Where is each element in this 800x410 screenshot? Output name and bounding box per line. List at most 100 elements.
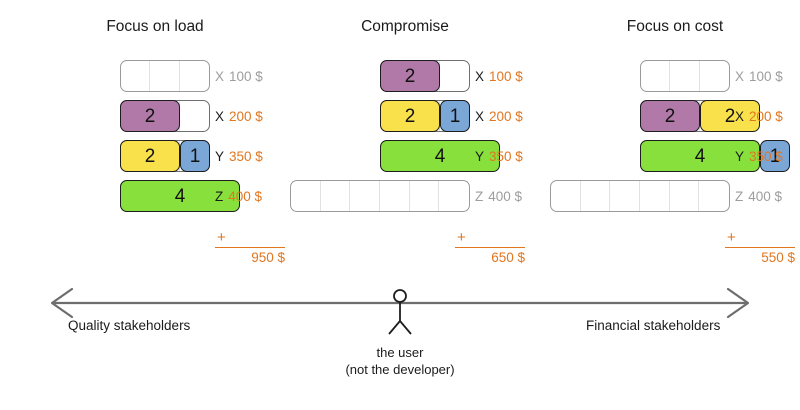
stick-figure-caption-line2: (not the developer) <box>345 362 455 377</box>
row-label-key: Y <box>475 148 485 164</box>
row-label-cost: 100 $ <box>229 68 263 84</box>
capacity-cell <box>350 181 381 211</box>
task-block-value: 4 <box>174 185 186 207</box>
capacity-track <box>290 180 470 212</box>
total-rule <box>725 247 795 248</box>
capacity-cell <box>641 61 671 91</box>
task-block[interactable]: 2 <box>380 100 440 132</box>
task-block[interactable]: 4 <box>120 180 240 212</box>
column-title-compromise: Compromise <box>361 18 449 35</box>
capacity-cell <box>150 61 180 91</box>
capacity-cell <box>670 181 700 211</box>
capacity-cell <box>121 61 151 91</box>
task-block[interactable]: 2 <box>640 100 700 132</box>
row-label-cost: 350 $ <box>749 148 783 164</box>
spectrum-label-left: Quality stakeholders <box>68 318 191 333</box>
row-label-cost: 400 $ <box>228 188 263 204</box>
row-label-key: Z <box>475 188 484 204</box>
row-label-cost: 100 $ <box>489 68 523 84</box>
total-sum: 550 $ <box>761 250 795 265</box>
row-label-key: X <box>735 108 745 124</box>
task-block-value: 2 <box>144 105 156 127</box>
capacity-cell <box>551 181 581 211</box>
total-sum: 650 $ <box>491 250 525 265</box>
task-block-value: 2 <box>404 65 416 87</box>
task-block-value: 2 <box>664 105 676 127</box>
task-block-value: 1 <box>449 105 461 127</box>
task-block[interactable]: 2 <box>120 100 180 132</box>
row-label-key: Z <box>215 188 224 204</box>
capacity-cell <box>670 61 700 91</box>
task-block[interactable]: 4 <box>380 140 500 172</box>
capacity-cell <box>640 181 670 211</box>
total-plus-sign: + <box>727 229 736 246</box>
total-plus-sign: + <box>217 229 226 246</box>
capacity-track <box>640 60 730 92</box>
task-block[interactable]: 1 <box>760 140 790 172</box>
capacity-cell <box>291 181 321 211</box>
column-title-focus-on-load: Focus on load <box>106 18 204 35</box>
capacity-cell <box>321 181 351 211</box>
task-block-value: 1 <box>769 145 781 167</box>
task-block-value: 2 <box>404 105 416 127</box>
column-total: +550 $ <box>725 229 795 265</box>
row-label-cost: 200 $ <box>749 108 783 124</box>
task-block-value: 2 <box>144 145 156 167</box>
task-block-value: 4 <box>434 145 446 167</box>
capacity-cell <box>581 181 611 211</box>
task-block[interactable]: 2 <box>380 60 440 92</box>
spectrum-label-right: Financial stakeholders <box>586 318 721 333</box>
task-block[interactable]: 2 <box>120 140 180 172</box>
capacity-cell <box>699 181 729 211</box>
row-label-cost: 200 $ <box>489 108 523 124</box>
capacity-cell <box>410 181 440 211</box>
row-label-cost: 200 $ <box>229 108 263 124</box>
row-label-key: X <box>735 68 745 84</box>
row-label-cost: 400 $ <box>488 188 523 204</box>
column-total: +650 $ <box>455 229 525 265</box>
capacity-cell <box>700 61 729 91</box>
task-block[interactable]: 1 <box>440 100 470 132</box>
task-block-value: 4 <box>694 145 706 167</box>
row-label-key: Z <box>735 188 744 204</box>
row-label-cost: 400 $ <box>748 188 783 204</box>
task-block-value: 1 <box>189 145 201 167</box>
column-total: +950 $ <box>215 229 285 265</box>
capacity-cell <box>380 181 410 211</box>
task-block-value: 2 <box>724 105 736 127</box>
total-plus-sign: + <box>457 229 466 246</box>
row-label-key: X <box>215 68 225 84</box>
row-label-key: X <box>215 108 225 124</box>
task-block[interactable]: 4 <box>640 140 760 172</box>
task-block[interactable]: 1 <box>180 140 210 172</box>
row-label-cost: 100 $ <box>749 68 783 84</box>
capacity-track <box>550 180 730 212</box>
capacity-cell <box>610 181 641 211</box>
row-label-key: Y <box>735 148 745 164</box>
task-block[interactable]: 2 <box>700 100 760 132</box>
total-sum: 950 $ <box>251 250 285 265</box>
row-label-key: X <box>475 108 485 124</box>
